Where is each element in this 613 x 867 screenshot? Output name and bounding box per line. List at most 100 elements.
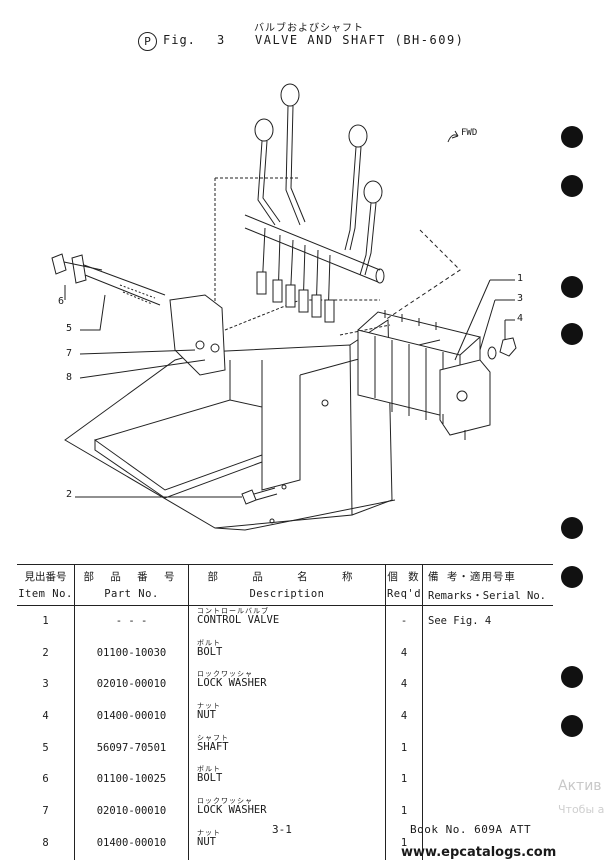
quantity: 1 xyxy=(385,827,423,860)
binder-hole-mark xyxy=(561,175,583,197)
quantity: 1 xyxy=(385,764,423,797)
callout-2: 2 xyxy=(66,489,73,500)
description-text: NUT xyxy=(197,709,216,722)
binder-hole-mark xyxy=(561,566,583,588)
quantity: 4 xyxy=(385,637,423,670)
site-url-link[interactable]: www.epcatalogs.com xyxy=(401,845,557,860)
part-number: 01100-10030 xyxy=(74,637,189,670)
item-number: 5 xyxy=(42,741,49,754)
header-item-jp: 見出番号 xyxy=(24,571,67,583)
seat-box xyxy=(93,399,263,491)
part-number: - - - xyxy=(74,605,189,638)
header-remarks-en: Remarks・Serial No. xyxy=(428,590,546,602)
item-number: 8 xyxy=(42,836,49,849)
binder-hole-mark xyxy=(561,517,583,539)
binder-hole-mark xyxy=(561,666,583,688)
lock-washer xyxy=(487,346,497,360)
figure-number: 3 xyxy=(217,33,225,47)
quantity: 4 xyxy=(385,701,423,733)
part-number: 02010-00010 xyxy=(74,669,189,702)
table-header-row: 見出番号 Item No. 部 品 番 号 Part No. 部 品 名 称 D… xyxy=(17,564,553,606)
remarks xyxy=(422,796,553,828)
callout-3: 3 xyxy=(517,293,524,304)
quantity: 1 xyxy=(385,796,423,828)
remarks xyxy=(422,732,553,765)
item-number: 3 xyxy=(42,678,49,691)
part-number: 56097-70501 xyxy=(74,732,189,765)
bolt xyxy=(241,487,278,505)
fwd-label: FWD xyxy=(461,128,478,138)
part-number: 01400-00010 xyxy=(74,827,189,860)
description-kana: ロックワッシャ xyxy=(197,670,253,679)
header-req-jp: 個 数 xyxy=(387,571,421,583)
header-remarks-jp: 備 考・適用号車 xyxy=(428,571,516,583)
remarks xyxy=(422,764,553,797)
book-number: Book No. 609A ATT xyxy=(410,823,532,836)
callout-7: 7 xyxy=(66,348,73,359)
item-number: 6 xyxy=(42,773,49,786)
figure-title-japanese: バルブおよびシャフト xyxy=(254,23,364,34)
remarks xyxy=(422,701,553,733)
callout-1: 1 xyxy=(517,273,524,284)
remarks xyxy=(422,827,553,860)
header-desc-jp: 部 品 名 称 xyxy=(207,571,367,583)
header-item-en: Item No. xyxy=(18,588,73,600)
header-desc-en: Description xyxy=(249,588,325,600)
description-text: BOLT xyxy=(197,772,223,785)
figure-title: VALVE AND SHAFT (BH-609) xyxy=(255,33,465,47)
part-number: 02010-00010 xyxy=(74,796,189,828)
section-marker-circle: P xyxy=(138,32,157,51)
quantity: 4 xyxy=(385,669,423,702)
description-text: LOCK WASHER xyxy=(197,677,267,690)
control-valve-block xyxy=(357,310,491,440)
binder-hole-mark xyxy=(561,323,583,345)
part-number: 01400-00010 xyxy=(74,701,189,733)
description-kana: ボルト xyxy=(197,765,221,774)
remarks xyxy=(422,637,553,670)
description-kana: シャフト xyxy=(197,733,229,742)
description-kana: ナット xyxy=(197,828,221,837)
binder-hole-mark xyxy=(561,126,583,148)
shaft-assembly xyxy=(51,253,226,376)
item-number: 4 xyxy=(42,710,49,723)
header-part-jp: 部 品 番 号 xyxy=(83,571,180,583)
callout-5: 5 xyxy=(66,323,73,334)
remarks xyxy=(422,669,553,702)
exploded-view-diagram xyxy=(51,83,517,531)
remarks: See Fig. 4 xyxy=(422,605,553,638)
figure-label: Fig. xyxy=(163,33,196,47)
quantity: - xyxy=(385,605,423,638)
description-kana: ナット xyxy=(197,702,221,711)
page-number: 3-1 xyxy=(272,823,292,836)
header-part-en: Part No. xyxy=(104,588,159,600)
activation-watermark: Актив xyxy=(558,778,602,794)
description-kana: コントロールバルブ xyxy=(197,607,269,615)
binder-hole-mark xyxy=(561,276,583,298)
item-number: 2 xyxy=(42,646,49,659)
description-text: LOCK WASHER xyxy=(197,804,267,817)
callout-6: 6 xyxy=(58,296,65,307)
header-req-en: Req'd xyxy=(386,588,422,600)
fwd-arrow xyxy=(447,130,459,143)
quantity: 1 xyxy=(385,732,423,765)
description-text: BOLT xyxy=(197,645,223,658)
item-number: 7 xyxy=(42,805,49,818)
binder-hole-mark xyxy=(561,715,583,737)
control-levers xyxy=(244,83,385,323)
part-number: 01100-10025 xyxy=(74,764,189,797)
description-text: NUT xyxy=(197,835,216,848)
activation-watermark-sub: Чтобы а xyxy=(558,803,605,816)
description-text: CONTROL VALVE xyxy=(197,614,280,626)
